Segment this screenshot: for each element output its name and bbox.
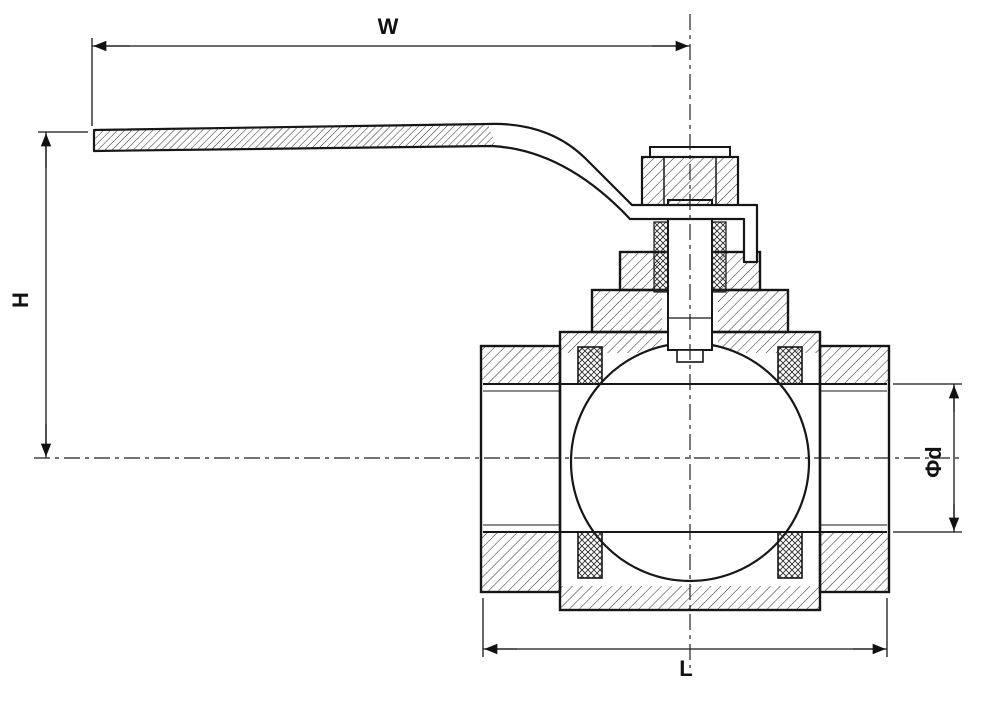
centerlines: [34, 14, 964, 668]
left-port-top-wall: [481, 347, 560, 384]
right-port-bottom-wall: [820, 532, 889, 592]
bonnet-lower-right: [718, 291, 788, 332]
lever-handle: [92, 122, 759, 264]
dimension-bore: [893, 383, 962, 533]
handle-grip-hatch: [94, 124, 496, 151]
packing-left: [653, 221, 669, 293]
right-port-top-wall: [820, 347, 889, 384]
right-seat-top: [777, 346, 803, 385]
bonnet-lower-left: [592, 291, 662, 332]
dimension-h-label: H: [8, 292, 33, 308]
dimension-w: [91, 38, 690, 126]
left-port-bottom-wall: [481, 532, 560, 592]
dimension-h: [38, 131, 88, 458]
dimension-l-label: L: [679, 656, 692, 681]
dimension-bore-label: Φd: [921, 446, 946, 478]
dimension-w-label: W: [378, 14, 399, 39]
left-seat-bottom: [577, 531, 603, 579]
body-section-hatching: [481, 253, 889, 609]
bonnet-upper-left: [620, 253, 660, 290]
dimension-l: [482, 598, 888, 657]
packing-right: [711, 221, 727, 293]
right-seat-bottom: [777, 531, 803, 579]
seat-rings: [577, 346, 803, 579]
left-seat-top: [577, 346, 603, 385]
